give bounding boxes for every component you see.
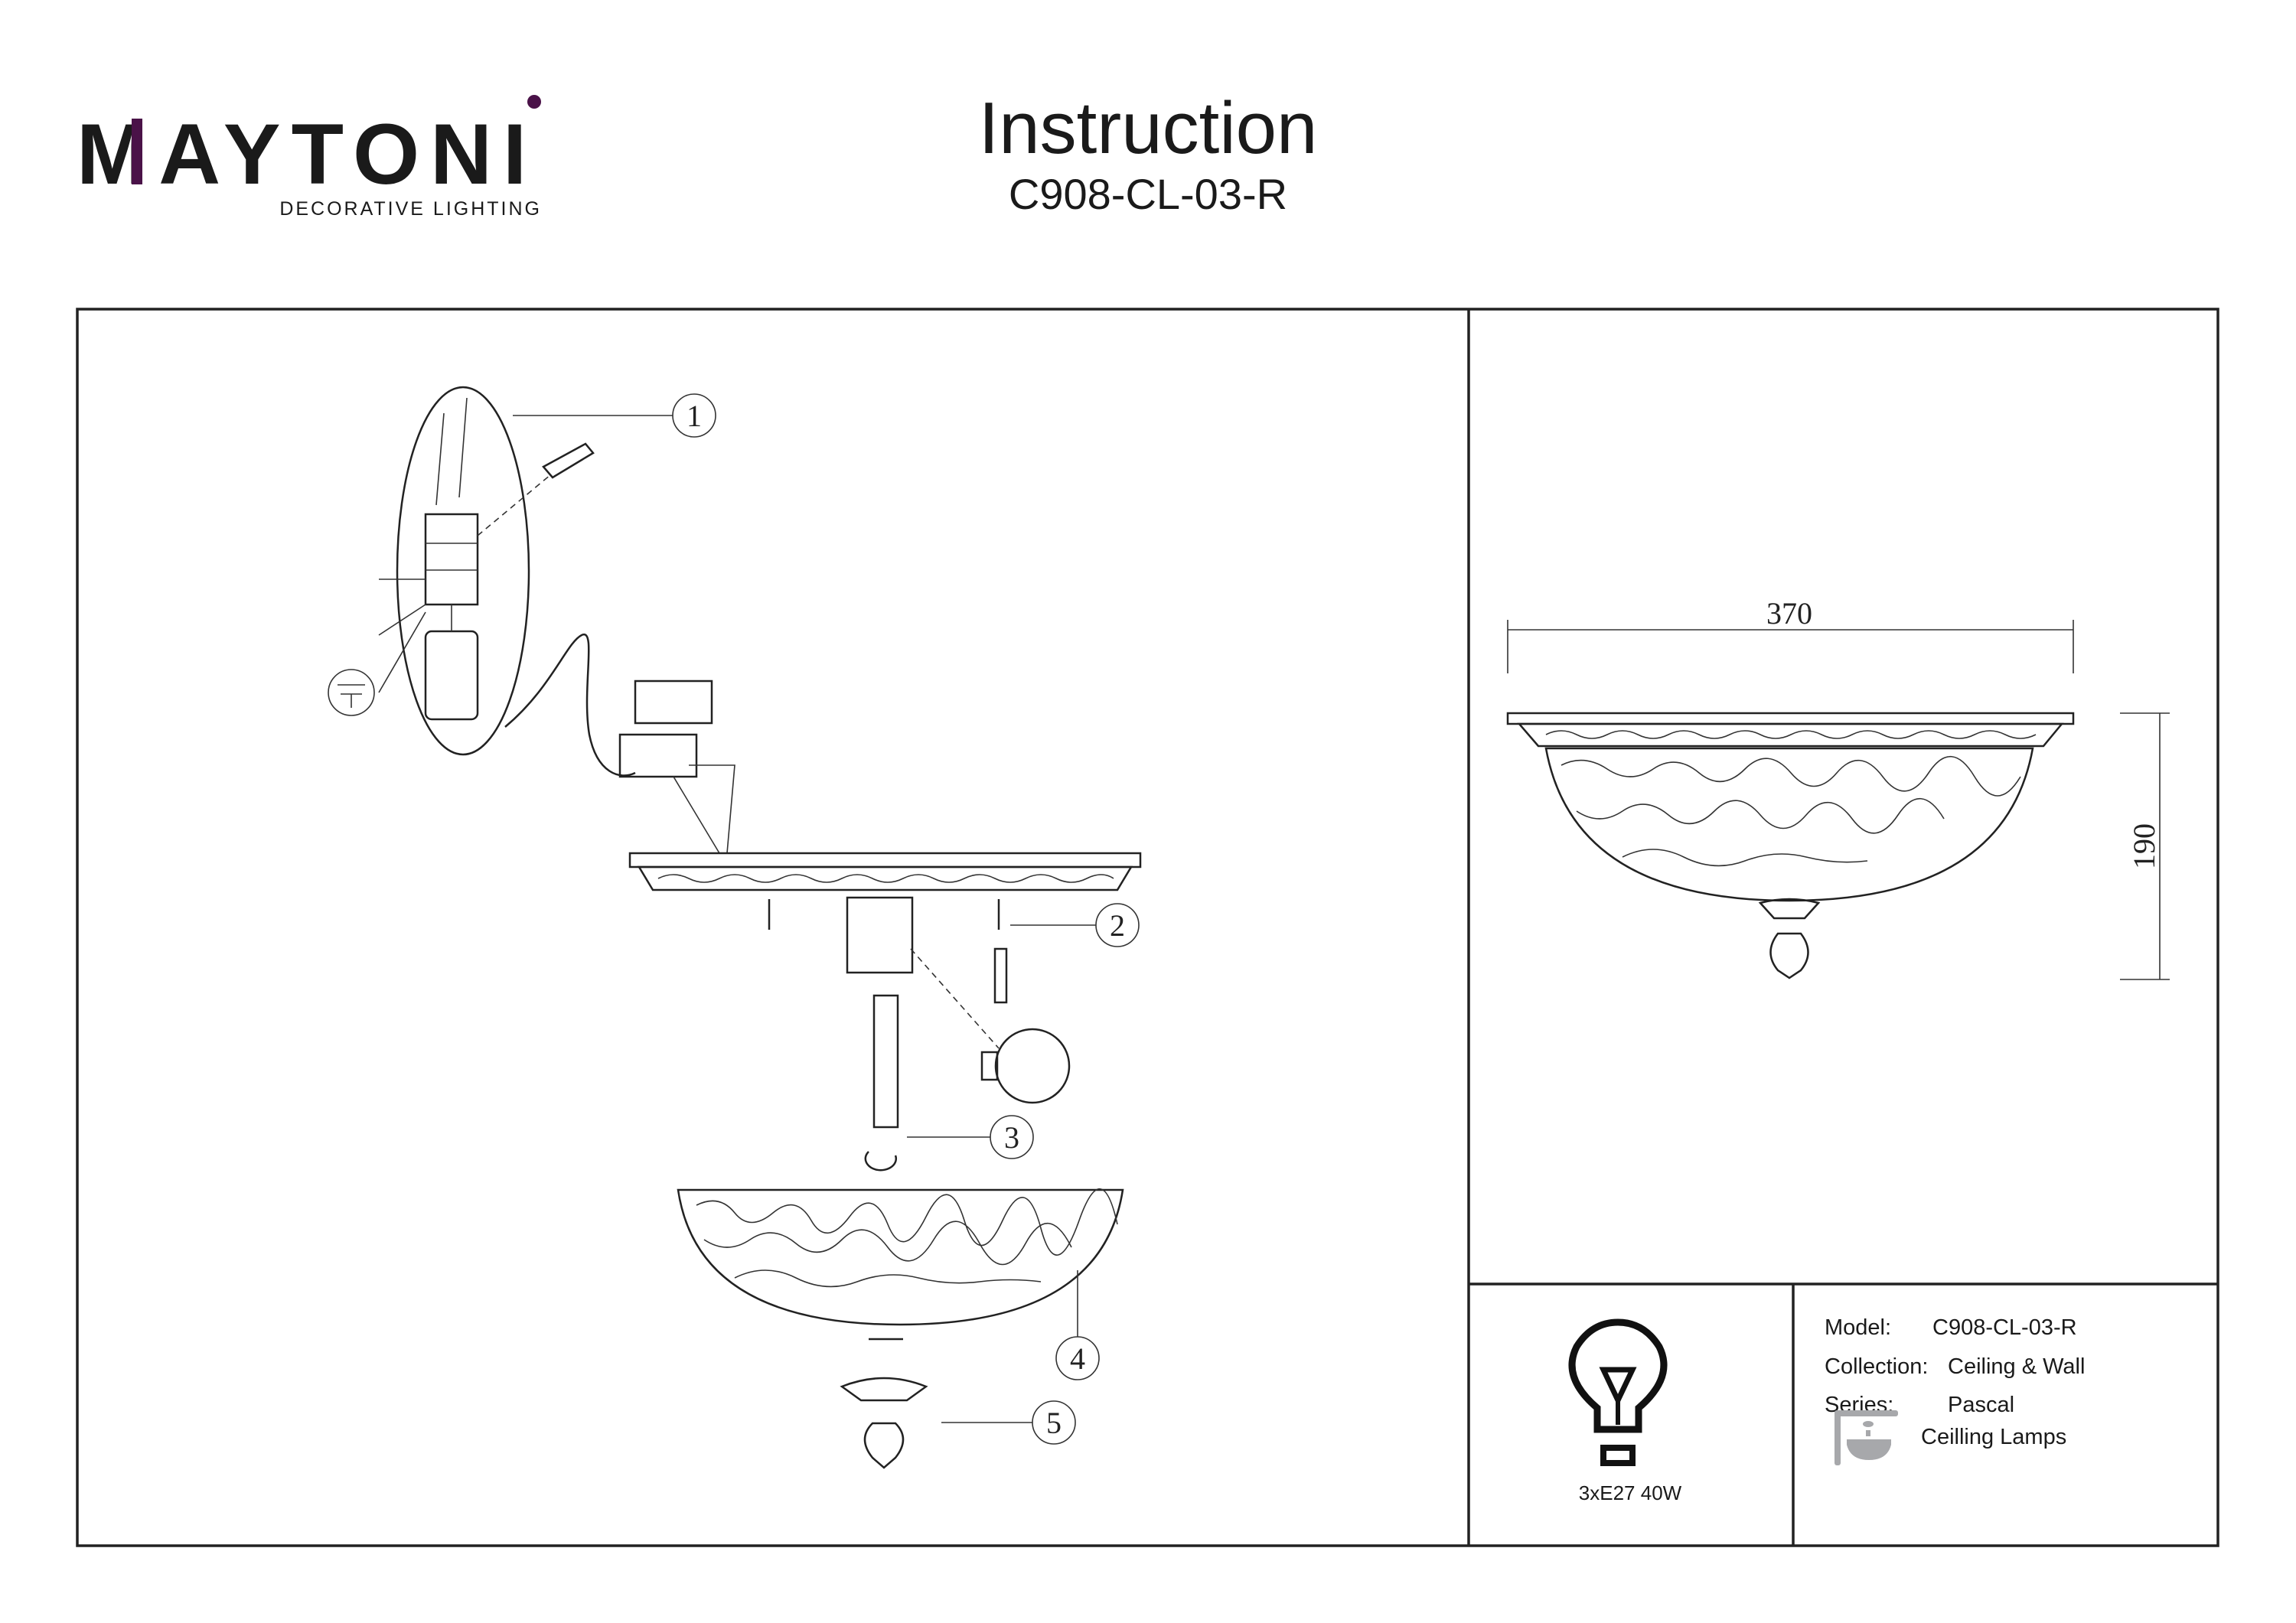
wall-box-detail <box>396 386 530 756</box>
lamp-rim <box>1506 712 2075 725</box>
logo-accent-bar <box>132 119 142 184</box>
collection-label: Collection: <box>1825 1354 1928 1379</box>
collection-value: Ceiling & Wall <box>1948 1354 2085 1379</box>
ground-symbol-icon <box>328 669 375 716</box>
svg-text:5: 5 <box>1046 1406 1062 1440</box>
threaded-rod <box>872 994 899 1129</box>
rotate-arrow-icon <box>864 1151 897 1172</box>
model-value: C908-CL-03-R <box>1932 1315 2077 1340</box>
screws <box>768 899 1000 930</box>
callout-3: 3 <box>907 1115 1034 1159</box>
page-title: Instruction <box>979 87 1318 169</box>
bracket <box>846 896 914 974</box>
svg-text:4: 4 <box>1070 1341 1085 1376</box>
width-label: 370 <box>1766 596 1812 631</box>
main-frame <box>76 308 2219 1547</box>
bulb-drawing <box>994 1028 1071 1104</box>
finial <box>863 1422 905 1469</box>
maytoni-logo: MAYTONI DECORATIVE LIGHTING <box>77 95 542 220</box>
logo-wordmark: MAYTONI <box>77 106 537 202</box>
wires <box>378 578 426 693</box>
dimension-drawing: 370 190 <box>1506 596 2170 980</box>
junction-box <box>424 630 479 721</box>
logo-tagline: DECORATIVE LIGHTING <box>279 198 542 220</box>
svg-text:3: 3 <box>1004 1120 1019 1155</box>
screwdriver-small-icon <box>993 947 1008 1004</box>
terminal-block <box>424 513 479 606</box>
cable <box>504 633 636 777</box>
lamp-type-value: Ceilling Lamps <box>1921 1425 2066 1449</box>
page-subtitle-model: C908-CL-03-R <box>1009 170 1287 218</box>
series-value: Pascal <box>1948 1393 2014 1417</box>
product-info: Model: C908-CL-03-R Collection: Ceiling … <box>1825 1315 2085 1465</box>
callout-4: 4 <box>1055 1270 1100 1380</box>
glass-shade <box>677 1188 1124 1326</box>
callout-1: 1 <box>513 393 716 438</box>
bulb-spec: 3xE27 40W <box>1579 1481 1682 1504</box>
callout-5: 5 <box>941 1400 1076 1445</box>
logo-accent-dot <box>527 95 541 109</box>
connector-box-2 <box>618 733 698 778</box>
screwdriver-icon <box>542 442 595 479</box>
lamp-shade <box>1544 747 2034 902</box>
assembly-diagram: 1 2 3 4 5 <box>328 386 1142 1469</box>
light-bulb-icon <box>1568 1318 1668 1466</box>
height-label: 190 <box>2127 823 2161 869</box>
finial-cap <box>840 1377 928 1402</box>
svg-text:1: 1 <box>687 399 702 433</box>
canopy-rim <box>628 852 1142 869</box>
shade-pattern <box>696 1188 1118 1288</box>
lamp-finial <box>1769 932 1809 979</box>
canopy-ornament <box>637 865 1133 891</box>
callout-2: 2 <box>1010 903 1140 947</box>
svg-text:2: 2 <box>1110 908 1125 943</box>
model-label: Model: <box>1825 1315 1891 1340</box>
ceiling-lamp-icon <box>1835 1410 1898 1465</box>
connector-box <box>634 680 713 725</box>
